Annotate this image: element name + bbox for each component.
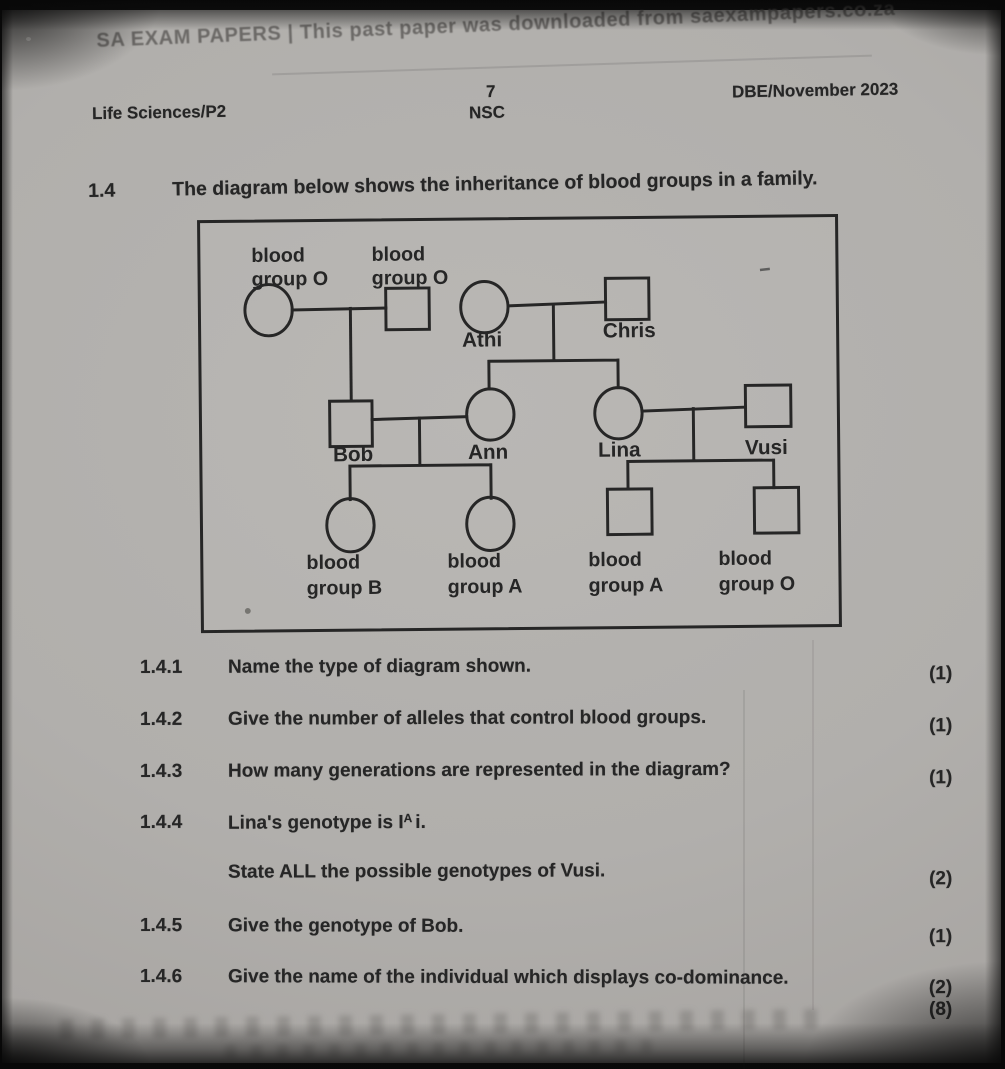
ann-name-label: Ann (468, 441, 508, 464)
marks-badge: (2) (928, 977, 953, 999)
child4-square-group-o (752, 485, 801, 535)
gen1-mother-blood-group-label: blood group O (251, 244, 328, 290)
genotype-superscript: A (403, 811, 413, 826)
gen1-left-couple-line (290, 306, 388, 312)
chris-square (603, 276, 651, 322)
sub-question-number: 1.4.1 (140, 656, 183, 678)
pedigree-figure-box: blood group O blood group O Athi Chris B… (197, 214, 842, 634)
sub-question-text: Name the type of diagram shown. (227, 655, 532, 678)
lina-circle (593, 386, 644, 441)
sub-question-text: Give the name of the individual which di… (227, 966, 789, 989)
child2-circle-group-a (465, 495, 516, 552)
sub-question-text: Give the number of alleles that control … (227, 707, 707, 730)
header-session: DBE/November 2023 (731, 79, 899, 102)
total-marks-badge: (8) (929, 999, 953, 1020)
sub-question-text: State ALL the possible genotypes of Vusi… (227, 860, 606, 883)
gen1-left-descent-line (348, 306, 353, 403)
question-number: 1.4 (88, 179, 116, 202)
gen1-father-blood-group-label: blood group O (371, 243, 448, 289)
marks-badge: (1) (929, 767, 953, 789)
paper-crease (743, 690, 745, 1069)
sub-question-text: How many generations are represented in … (227, 758, 731, 782)
chris-name-label: Chris (603, 319, 656, 343)
marks-badge: (1) (929, 663, 953, 685)
header-page-number: 7 (485, 81, 496, 102)
child2-blood-group-label: blood group A (447, 550, 522, 598)
genotype-statement-post: i. (415, 812, 426, 834)
vusi-square (743, 383, 793, 429)
marks-badge: (2) (929, 868, 953, 890)
marks-badge: (1) (929, 715, 953, 737)
bob-name-label: Bob (333, 443, 373, 466)
paper-speck (26, 37, 31, 41)
athi-chris-couple-line (506, 300, 608, 308)
child3-square-group-a (605, 487, 654, 537)
athi-name-label: Athi (462, 328, 502, 351)
vusi-name-label: Vusi (745, 436, 788, 459)
lina-name-label: Lina (598, 438, 641, 461)
genotype-statement-pre: Lina's genotype is I (228, 812, 404, 834)
bob-square (328, 399, 374, 449)
pedigree-diagram: blood group O blood group O Athi Chris B… (243, 243, 801, 614)
scan-dash-artifact (759, 267, 770, 272)
header-board: NSC (468, 102, 506, 123)
sub-question-number: 1.4.6 (139, 966, 183, 988)
paper-crease (812, 640, 814, 1010)
child4-blood-group-label: blood group O (718, 547, 795, 595)
header-subject: Life Sciences/P2 (91, 101, 227, 124)
child1-blood-group-label: blood group B (306, 551, 382, 599)
sub-question-text: Give the genotype of Bob. (227, 915, 464, 937)
scan-dot-artifact (244, 608, 251, 614)
sub-question-number: 1.4.2 (140, 708, 183, 730)
ann-circle (465, 387, 516, 442)
sub-question-number: 1.4.4 (140, 811, 183, 833)
gen1-father-square (384, 286, 431, 332)
gen1-mother-circle (243, 283, 294, 338)
sub-question-number: 1.4.3 (140, 760, 183, 782)
sub-question-number: 1.4.5 (139, 915, 183, 937)
child3-blood-group-label: blood group A (588, 549, 663, 597)
marks-badge: (1) (928, 926, 953, 948)
athi-circle (459, 280, 510, 335)
child1-circle-group-b (325, 497, 376, 554)
